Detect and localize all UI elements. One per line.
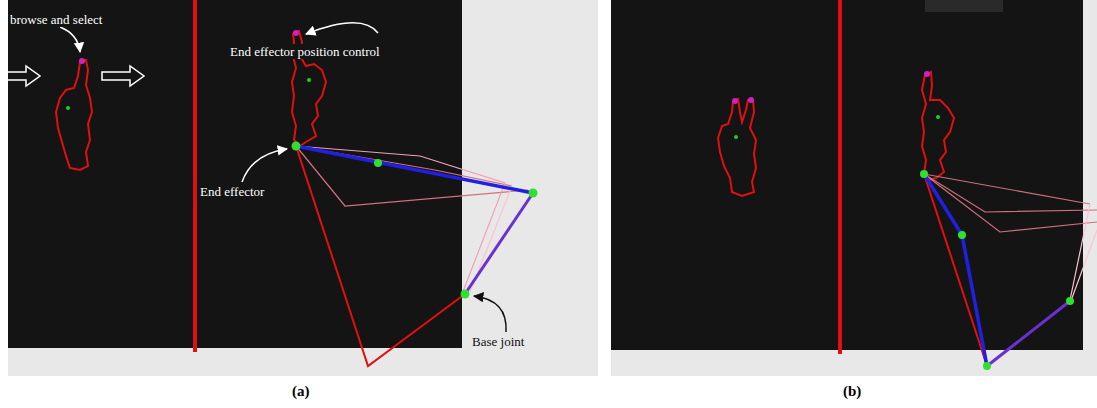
callout-label: End effector (200, 184, 264, 199)
callout-label: browse and select (10, 12, 102, 27)
screenshot-a (2, 0, 598, 376)
screenshot-b (611, 0, 1097, 376)
leader-arrow (306, 23, 378, 34)
browse-arrow (2, 66, 40, 86)
browse-arrow (102, 66, 144, 86)
leader-arrow (60, 27, 80, 52)
leader-arrow (474, 296, 506, 332)
panel-label: (b) (843, 384, 861, 399)
callout-label: End effector position control (230, 44, 380, 59)
panel-label: (a) (292, 384, 310, 399)
callout-label: Base joint (472, 334, 524, 349)
leader-arrow (242, 149, 287, 182)
